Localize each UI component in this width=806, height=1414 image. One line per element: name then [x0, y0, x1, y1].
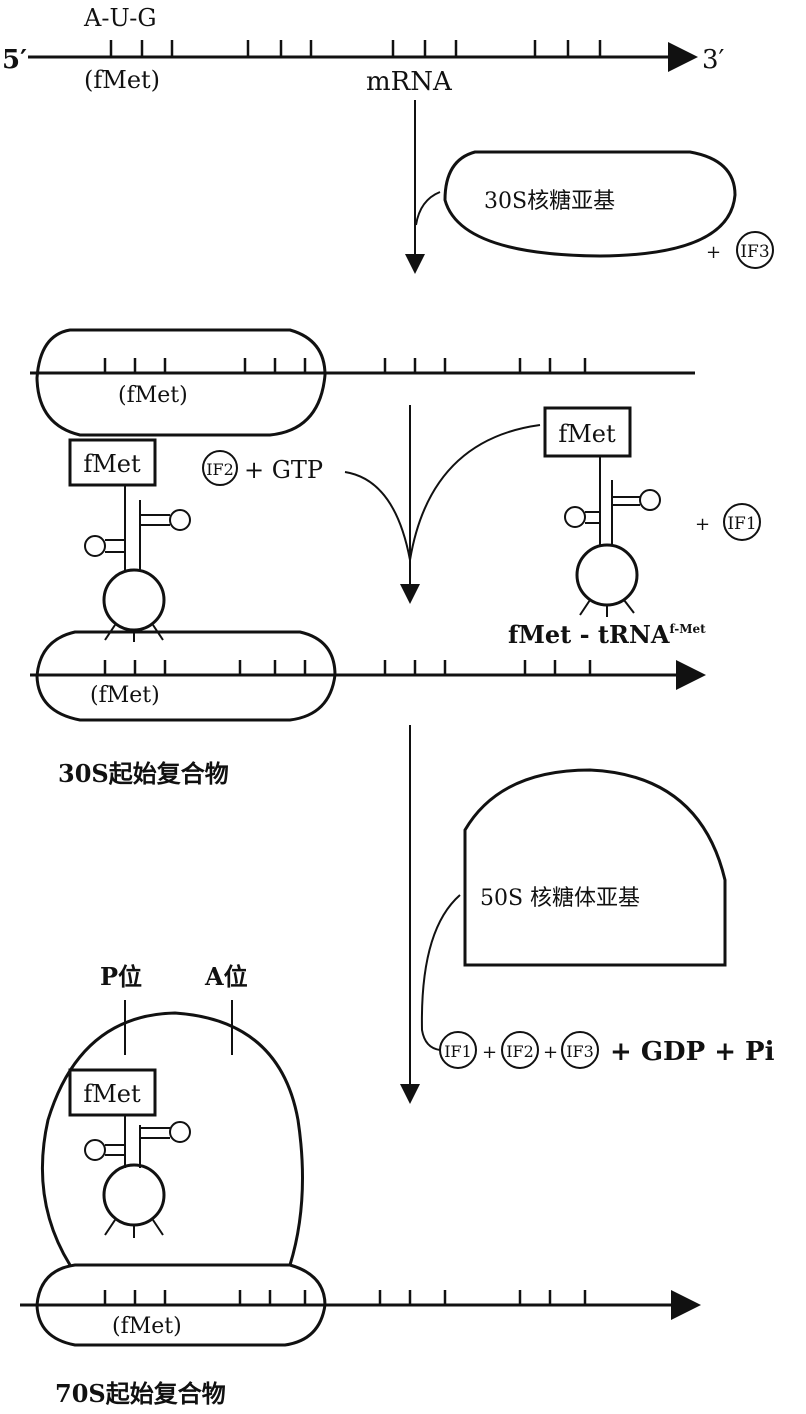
- trna-label: fMet - tRNAf-Met: [508, 620, 706, 649]
- gtp-label: + GTP: [244, 456, 323, 484]
- complex-70s-label: 70S起始复合物: [55, 1379, 226, 1408]
- fmet-box-label: fMet: [83, 1080, 141, 1108]
- mrna-strand-top: 5′ 3′ A-U-G (fMet) mRNA: [2, 4, 725, 97]
- trna-right: fMet: [543, 406, 661, 617]
- codon-amino-acid-label: (fMet): [84, 66, 160, 94]
- gdp-pi-label: + GDP + Pi: [610, 1037, 775, 1067]
- if1-factor: IF1: [723, 503, 761, 541]
- subunit-50s-label: 50S 核糖体亚基: [480, 886, 640, 911]
- a-site-label: A位: [204, 962, 248, 991]
- mrna-label: mRNA: [366, 67, 453, 97]
- join-curve-right: [409, 424, 541, 561]
- release-curve: [420, 894, 461, 1051]
- p-site-label: P位: [100, 962, 142, 991]
- subunit-50s-dome: [40, 1011, 304, 1266]
- plus-sign: +: [706, 242, 721, 263]
- trna-70s: fMet: [68, 1068, 191, 1238]
- mrna-strand-4: (fMet): [20, 1263, 701, 1347]
- mrna-strand-2: (fMet): [30, 328, 695, 437]
- subunit-30s-oval: [35, 328, 327, 437]
- subunit-50s-shape: [463, 768, 727, 967]
- if3-label: IF3: [566, 1042, 594, 1061]
- subunit-30s-shape: [443, 150, 737, 258]
- svg-text:IF3: IF3: [740, 242, 769, 262]
- if3-factor: IF3: [736, 231, 774, 269]
- complex-30s-label: 30S起始复合物: [58, 759, 229, 788]
- codon-amino-acid-label: (fMet): [90, 683, 160, 708]
- subunit-30s-label: 30S核糖亚基: [484, 189, 615, 214]
- codon-ticks: [109, 40, 602, 57]
- svg-text:+: +: [543, 1042, 558, 1063]
- three-prime-label: 3′: [702, 45, 725, 75]
- if2-factor: IF2: [202, 450, 238, 486]
- start-codon-label: A-U-G: [83, 4, 157, 32]
- if2-label: IF2: [506, 1042, 534, 1061]
- plus-sign: +: [695, 514, 710, 535]
- svg-text:+: +: [482, 1042, 497, 1063]
- mrna-strand-3: (fMet): [30, 630, 706, 722]
- trna-left: fMet: [68, 438, 191, 642]
- five-prime-label: 5′: [2, 45, 27, 75]
- svg-text:IF1: IF1: [727, 514, 756, 534]
- fmet-box-label: fMet: [83, 450, 141, 478]
- released-factors: IF1 + IF2 + IF3 + GDP + Pi: [439, 1031, 775, 1069]
- fmet-box-label: fMet: [558, 420, 616, 448]
- join-curve: [415, 191, 441, 226]
- codon-amino-acid-label: (fMet): [112, 1314, 182, 1339]
- if1-label: IF1: [444, 1042, 472, 1061]
- join-curve-left: [344, 471, 411, 561]
- svg-text:IF2: IF2: [206, 460, 234, 479]
- codon-amino-acid-label: (fMet): [118, 383, 188, 408]
